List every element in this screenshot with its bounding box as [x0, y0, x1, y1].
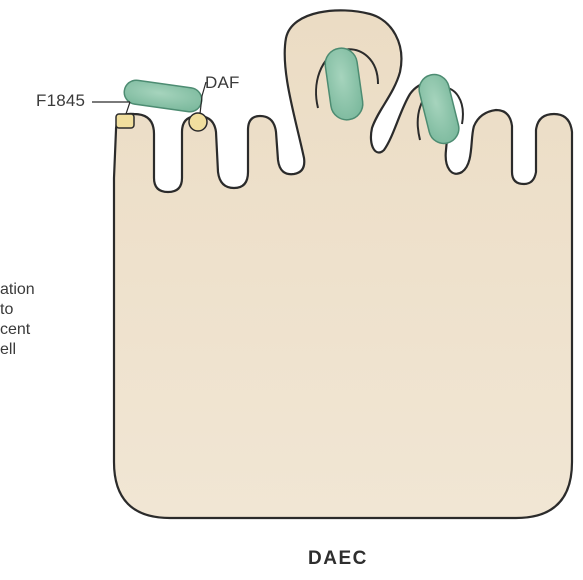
- side-text-line-2: to: [0, 300, 13, 320]
- daf-label: DAF: [205, 73, 240, 93]
- bacterium-f1845-bound: [123, 79, 204, 114]
- f1845-adhesin-knob: [116, 114, 134, 128]
- daf-receptor-knob: [189, 113, 207, 131]
- side-text-line-3: cent: [0, 320, 30, 340]
- side-text-line-4: ell: [0, 340, 16, 360]
- f1845-label: F1845: [36, 91, 85, 111]
- daec-caption: DAEC: [308, 548, 368, 570]
- side-text-line-1: ation: [0, 280, 35, 300]
- f1845-leader-down: [126, 102, 130, 114]
